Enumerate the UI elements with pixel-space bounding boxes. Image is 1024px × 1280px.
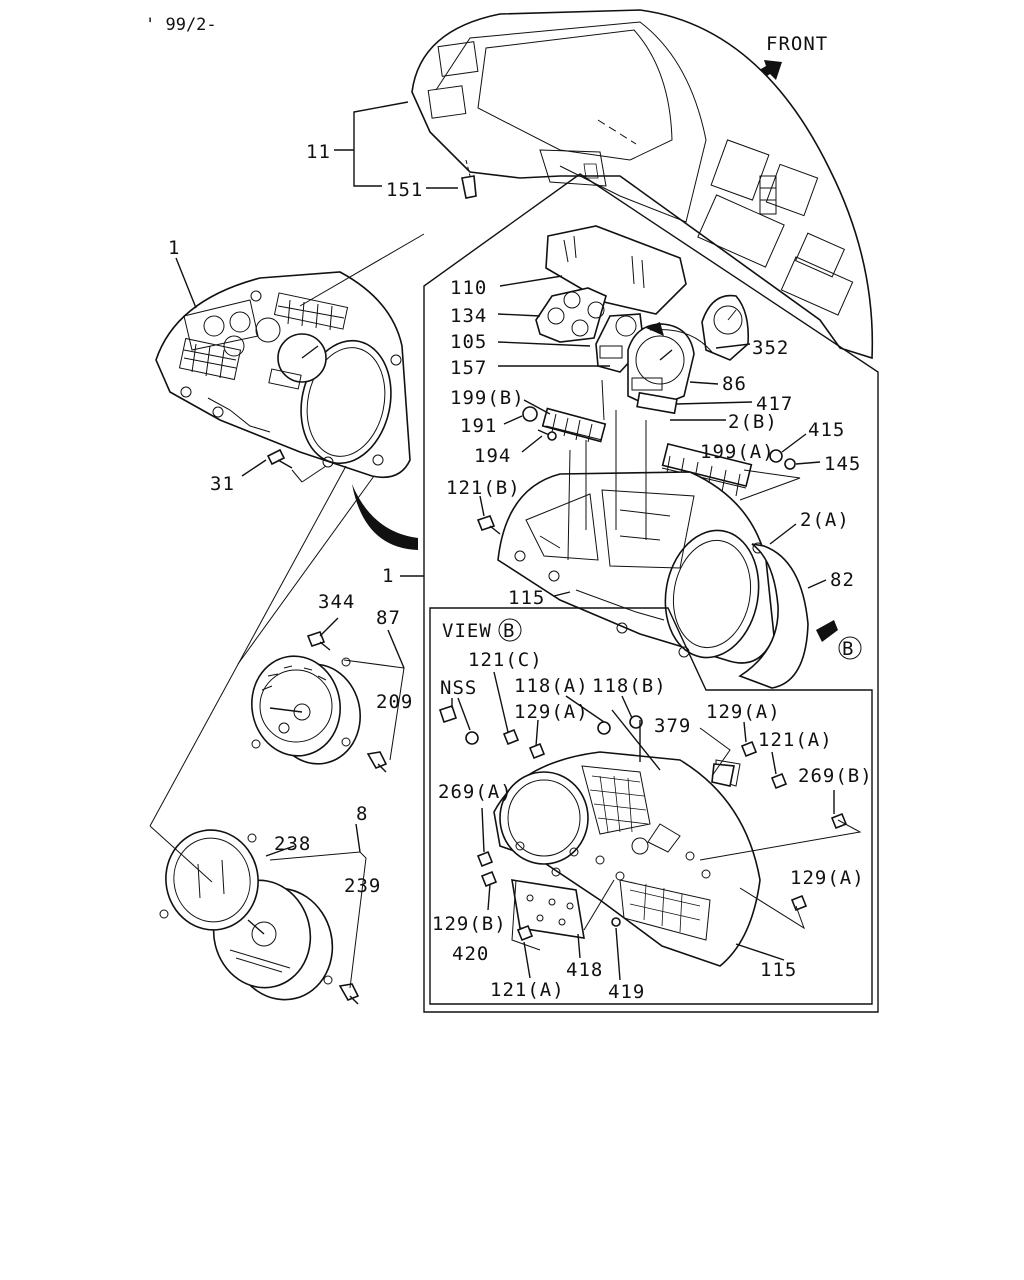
callout-199a: 199(A) <box>700 441 775 463</box>
lens-238 <box>159 829 259 931</box>
callout-121c: 121(C) <box>468 649 543 671</box>
callout-86: 86 <box>722 373 747 395</box>
callout-labels: 11 151 1 110 134 105 157 352 86 417 199(… <box>168 141 873 1003</box>
callout-121a-1: 121(A) <box>758 729 833 751</box>
callout-151: 151 <box>386 179 423 201</box>
screw-191 <box>522 406 538 422</box>
callout-269a: 269(A) <box>438 781 513 803</box>
callout-87: 87 <box>376 607 401 629</box>
callout-191: 191 <box>460 415 497 437</box>
socket-209 <box>366 751 388 773</box>
callout-82: 82 <box>830 569 855 591</box>
callout-194: 194 <box>474 445 511 467</box>
callout-110: 110 <box>450 277 487 299</box>
callout-31: 31 <box>210 473 235 495</box>
callout-417: 417 <box>756 393 793 415</box>
callout-344: 344 <box>318 591 355 613</box>
callout-157: 157 <box>450 357 487 379</box>
exploded-view-frame <box>423 173 879 1013</box>
bulb-415 <box>769 449 783 463</box>
cluster-rear-view <box>493 751 761 967</box>
screw-194 <box>537 429 557 441</box>
callout-269b: 269(B) <box>798 765 873 787</box>
callout-352: 352 <box>752 337 789 359</box>
socket-239 <box>338 983 360 1005</box>
front-label: FRONT <box>766 33 828 55</box>
callout-8: 8 <box>356 803 368 825</box>
callout-121b: 121(B) <box>446 477 521 499</box>
gauge-352 <box>701 294 750 361</box>
view-label: VIEW <box>442 620 492 642</box>
switch-block-199b <box>541 407 607 443</box>
callout-238: 238 <box>274 833 311 855</box>
cluster-assembly <box>155 271 411 479</box>
callout-209: 209 <box>376 691 413 713</box>
callout-420: 420 <box>452 943 489 965</box>
callout-199b: 199(B) <box>450 387 525 409</box>
date-code: ' 99/2- <box>145 15 217 35</box>
callout-121a-2: 121(A) <box>490 979 565 1001</box>
callout-1-top: 1 <box>168 237 180 259</box>
callout-118a: 118(A) <box>514 675 589 697</box>
callout-415: 415 <box>808 419 845 441</box>
gauge-plate-134 <box>535 287 607 343</box>
speedometer-87 <box>251 655 361 765</box>
callout-239: 239 <box>344 875 381 897</box>
leader-lines <box>149 101 862 989</box>
callout-1-mid: 1 <box>382 565 394 587</box>
view-marker: B <box>503 620 515 642</box>
callout-129a-3: 129(A) <box>790 867 865 889</box>
callout-129a-1: 129(A) <box>514 701 589 723</box>
visor-82 <box>738 543 809 689</box>
switch-block-199a <box>661 442 753 497</box>
bracket-418 <box>511 879 585 939</box>
callout-134: 134 <box>450 305 487 327</box>
lens-110 <box>545 225 687 315</box>
callout-418: 418 <box>566 959 603 981</box>
callout-145: 145 <box>824 453 861 475</box>
callout-2b: 2(B) <box>728 411 778 433</box>
callout-379: 379 <box>654 715 691 737</box>
view-b-arrow-icon <box>816 620 838 642</box>
callout-118b: 118(B) <box>592 675 667 697</box>
callout-419: 419 <box>608 981 645 1003</box>
clip-151 <box>461 175 477 199</box>
speedometer-face-86 <box>627 323 695 409</box>
dashboard-panel <box>411 9 874 360</box>
screw-344 <box>306 631 331 651</box>
strip-417 <box>636 391 678 415</box>
callout-nss: NSS <box>440 677 477 699</box>
callout-129a-2: 129(A) <box>706 701 781 723</box>
small-parts-view-b <box>438 704 848 942</box>
view-b-frame <box>429 607 873 1005</box>
callout-115-top: 115 <box>508 587 545 609</box>
socket-145 <box>784 458 796 470</box>
callout-2a: 2(A) <box>800 509 850 531</box>
screw-31 <box>266 448 293 469</box>
assembly-arrow-icon <box>352 484 418 550</box>
housing-115 <box>497 471 775 664</box>
screw-121b <box>476 515 501 535</box>
view-b-arrow-marker: B <box>842 638 854 660</box>
callout-129b: 129(B) <box>432 913 507 935</box>
callout-115-bot: 115 <box>760 959 797 981</box>
callout-105: 105 <box>450 331 487 353</box>
callout-11: 11 <box>306 141 331 163</box>
